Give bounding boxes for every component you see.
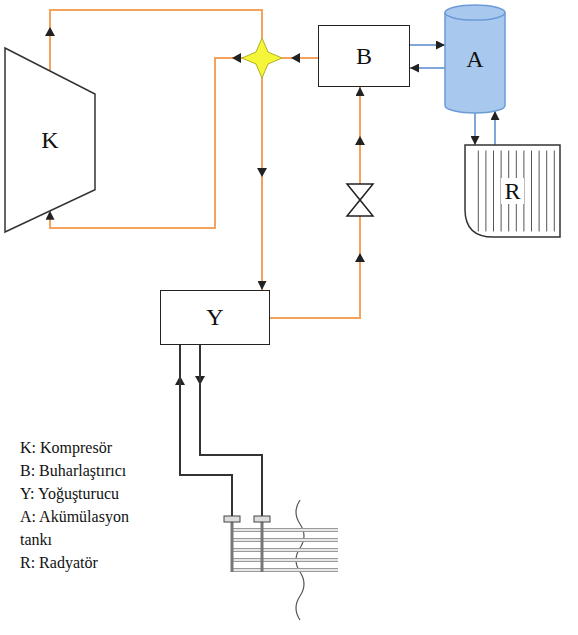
flow-arrow: [232, 53, 241, 63]
key-label: R: Radyatör: [20, 551, 155, 574]
radiator-fin: [478, 151, 479, 232]
manifold-cap: [254, 516, 270, 522]
evaporator-box: B: [318, 25, 410, 87]
radiator-fin: [531, 151, 532, 232]
condenser-box: Y: [160, 290, 270, 345]
pipe-connector: [474, 113, 476, 145]
ground-loops: [232, 520, 338, 572]
valve-triangle: [347, 200, 373, 216]
manifold-cap: [224, 516, 240, 522]
radiator-fin: [523, 151, 524, 232]
loop-pipe-core: [232, 529, 338, 531]
node-label: K: [41, 127, 58, 153]
loop-pipe: [232, 528, 338, 532]
flow-arrow: [355, 136, 365, 145]
valve-triangle: [347, 184, 373, 200]
node-label: B: [356, 43, 372, 69]
pipe-connector: [270, 87, 360, 318]
radiator-fin: [554, 151, 555, 232]
flow-arrow: [45, 27, 55, 36]
manifold: [231, 520, 234, 572]
key-label: A: Akümülasyon tankı: [20, 505, 155, 551]
pipe-connector: [494, 111, 496, 145]
radiator-fin: [546, 151, 547, 232]
radiator-fin: [539, 151, 540, 232]
loop-pipe-core: [232, 559, 338, 561]
tank-rim: [445, 13, 505, 21]
flow-arrow: [291, 53, 300, 63]
key-label: Y: Yoğuşturucu: [20, 482, 155, 505]
expansion-valve: [347, 184, 373, 216]
pipe-connector: [410, 67, 445, 69]
pipe-connector: [410, 44, 445, 46]
flow-arrow: [355, 253, 365, 262]
accumulation-tank: A: [445, 5, 505, 113]
flow-arrows: [45, 27, 365, 385]
loop-pipe-core: [232, 539, 338, 541]
flow-arrow: [257, 168, 267, 177]
key-label: K: Kompresör: [20, 436, 155, 459]
ground-pipe: [180, 345, 232, 520]
loop-pipe: [232, 538, 338, 542]
tank-body: [445, 5, 505, 113]
manifold: [261, 520, 264, 572]
loop-pipe: [232, 568, 338, 572]
loop-pipe: [232, 548, 338, 552]
loop-pipe-core: [232, 569, 338, 571]
loop-pipe-core: [232, 549, 338, 551]
radiator-fin: [485, 151, 486, 232]
radiator: R: [465, 145, 560, 237]
node-label: Y: [206, 304, 223, 330]
four-way-valve: [242, 38, 282, 78]
ground-pipe: [200, 345, 262, 520]
node-label: R: [501, 178, 523, 204]
loop-pipe: [232, 558, 338, 562]
compressor: K: [5, 48, 95, 232]
key-label: B: Buharlaştırıcı: [20, 459, 155, 482]
ground-loop-pipes: [180, 345, 338, 620]
radiator-body: [465, 145, 560, 237]
compressor-body: [5, 48, 95, 232]
node-label: A: [466, 46, 483, 72]
radiator-fin: [493, 151, 494, 232]
